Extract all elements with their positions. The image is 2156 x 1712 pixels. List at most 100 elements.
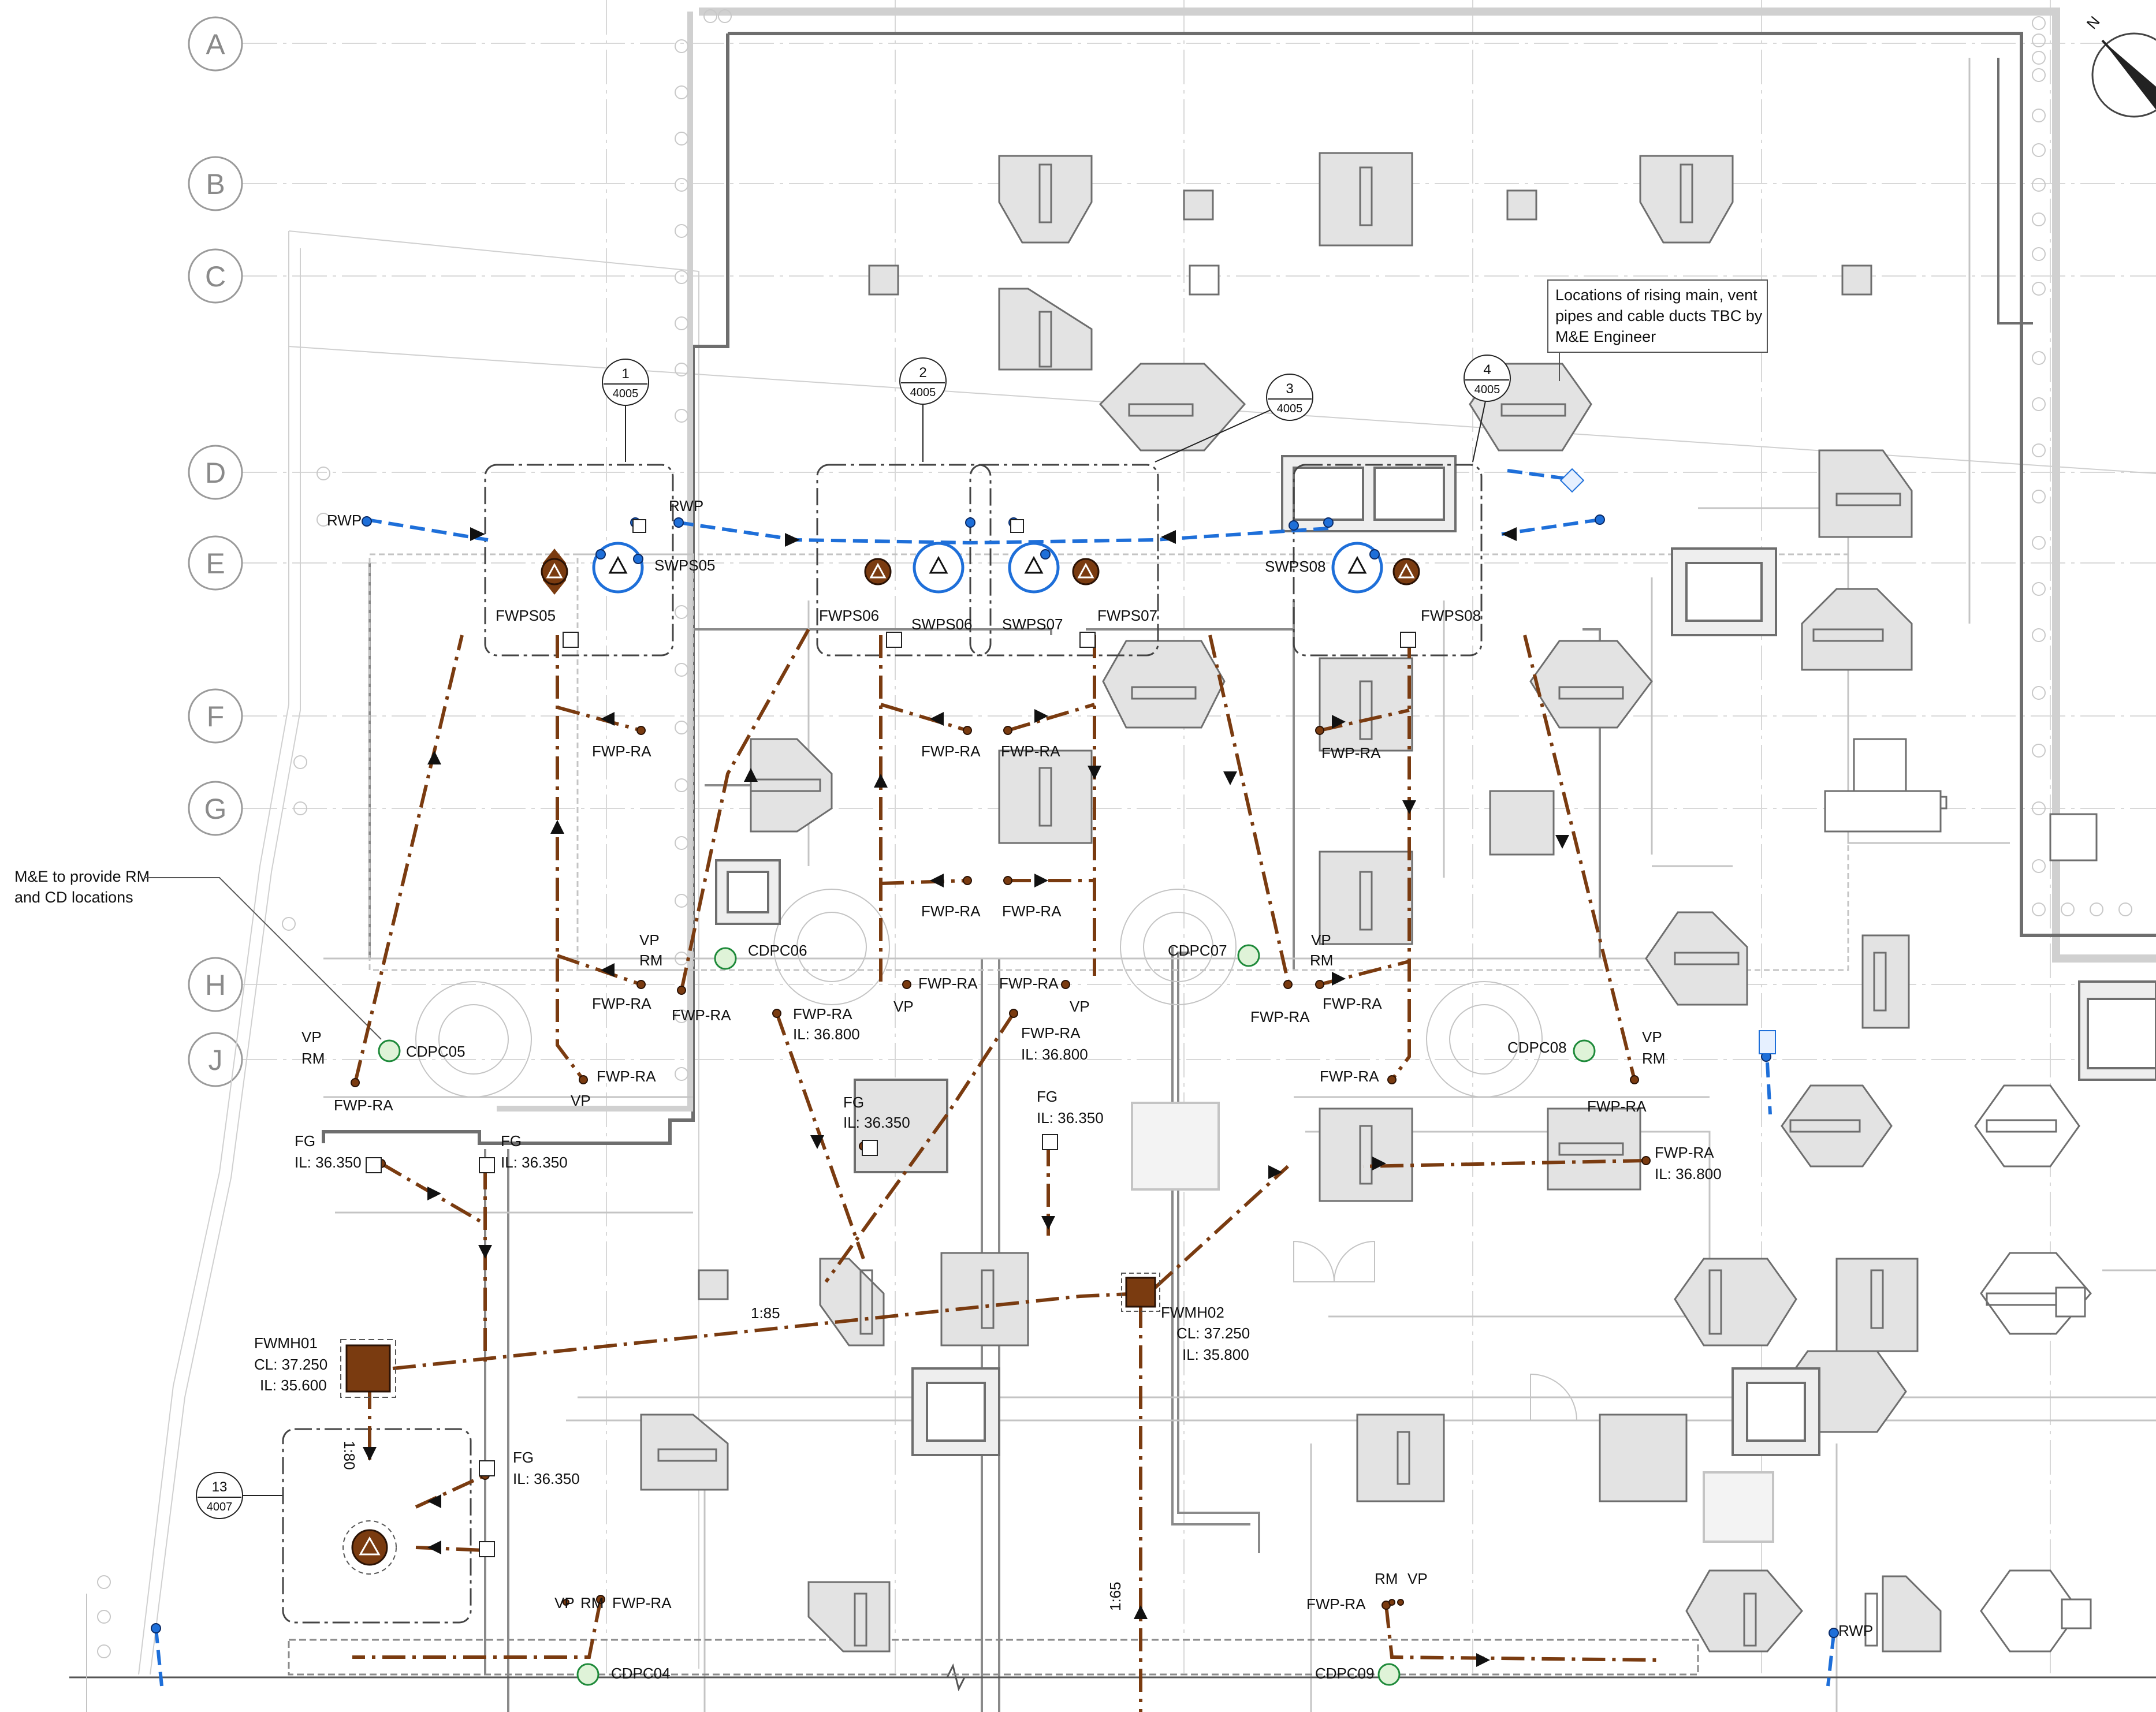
label-fwmh02: FWMH02 <box>1161 1304 1224 1321</box>
surface-water-flow-arrows <box>470 527 1517 547</box>
floor-gullies <box>366 519 1416 1557</box>
pile-cap <box>1599 1413 1688 1502</box>
label-vp-1: VP <box>639 931 660 949</box>
label-vp-3: VP <box>301 1028 322 1046</box>
label-fwmh02-il: IL: 35.800 <box>1182 1346 1249 1363</box>
section-marker-2-sheet: 4005 <box>910 386 936 399</box>
label-fg-2: FG <box>501 1132 522 1150</box>
label-fwp-ra-2: FWP-RA <box>921 743 981 760</box>
label-fg-3-il: IL: 36.350 <box>843 1114 910 1131</box>
label-rm-3: RM <box>301 1050 325 1067</box>
grid-marker-f: F <box>188 688 243 744</box>
pile-cap <box>1818 449 1913 538</box>
label-fwp-ra-6: FWP-RA <box>1002 902 1062 920</box>
pile-cap <box>1645 911 1748 1006</box>
label-cdpc09: CDPC09 <box>1315 1665 1375 1682</box>
pile-cap <box>998 155 1093 244</box>
label-fwp-ra-10: FWP-RA <box>999 975 1059 992</box>
grid-marker-g-label: G <box>204 793 227 825</box>
pile-cap <box>1801 588 1913 671</box>
grid-marker-e: E <box>188 535 243 591</box>
section-marker-13-sheet: 4007 <box>207 1501 233 1513</box>
labels-cdpc: CDPC05 CDPC06 CDPC07 CDPC08 CDPC04 CDPC0… <box>406 942 1567 1682</box>
hedge-circles <box>97 9 2132 1658</box>
label-il-36800-2: IL: 36.800 <box>1021 1046 1088 1063</box>
labels-gradients: 1:85 1:80 1:65 <box>341 1304 1124 1611</box>
section-marker-1-number: 1 <box>621 366 629 382</box>
label-il-36800-1: IL: 36.800 <box>793 1025 860 1043</box>
pile-cap <box>1781 1084 1893 1168</box>
label-fg-1: FG <box>295 1132 315 1150</box>
label-fg-1-il: IL: 36.350 <box>295 1154 362 1171</box>
label-vp-5: VP <box>571 1092 591 1109</box>
pile-cap <box>1356 1413 1445 1502</box>
pile-cap <box>1102 640 1226 729</box>
label-fwp-ra-5: FWP-RA <box>921 902 981 920</box>
label-fg-4-il: IL: 36.350 <box>1037 1109 1104 1127</box>
label-swps05: SWPS05 <box>654 557 716 574</box>
label-gradient-1-65: 1:65 <box>1107 1582 1124 1611</box>
label-vp-4: VP <box>1642 1028 1662 1046</box>
label-vp-2: VP <box>1311 931 1331 949</box>
pile-cap <box>998 288 1093 371</box>
note-rising-main-line-3: M&E Engineer <box>1555 328 1656 345</box>
label-fwp-ra-16: FWP-RA <box>1587 1098 1647 1115</box>
labels-rwp: RWP RWP RWP <box>327 497 1873 1639</box>
label-fwp-ra-9: FWP-RA <box>918 975 978 992</box>
label-fwmh01-il: IL: 35.600 <box>260 1377 327 1394</box>
label-vp-6: VP <box>893 998 914 1015</box>
label-cdpc06: CDPC06 <box>748 942 807 959</box>
pile-cap <box>1674 1258 1797 1347</box>
pile-cap <box>1861 934 1910 1029</box>
pile-cap <box>640 1413 729 1491</box>
label-rm-2: RM <box>1310 952 1333 969</box>
section-marker-3-number: 3 <box>1286 381 1293 397</box>
grid-marker-h: H <box>188 957 243 1012</box>
pile-cap <box>1864 1575 1942 1653</box>
grid-marker-b-label: B <box>206 168 225 200</box>
pile-cap <box>998 749 1093 844</box>
label-rwp-3: RWP <box>1838 1622 1873 1639</box>
pile-cap <box>1824 790 1942 833</box>
section-marker-3: 3 4005 <box>1155 374 1313 462</box>
note-mande-line-1: M&E to provide RM <box>14 868 150 885</box>
section-marker-1-sheet: 4005 <box>613 387 639 400</box>
label-fwps05: FWPS05 <box>496 607 556 624</box>
section-marker-13-number: 13 <box>212 1479 228 1495</box>
pile-cap <box>1099 363 1246 452</box>
label-rm-5: RM <box>580 1594 604 1612</box>
pile-cap <box>1980 1569 2080 1653</box>
label-vp-7: VP <box>1070 998 1090 1015</box>
label-fg-4: FG <box>1037 1088 1057 1105</box>
label-gradient-1-80: 1:80 <box>341 1441 358 1470</box>
section-marker-4-number: 4 <box>1483 362 1491 378</box>
site-boundary <box>138 230 2156 1675</box>
internal-walls <box>368 563 1601 1712</box>
surface-water-nodes <box>151 514 1839 1638</box>
label-fwp-ra-19: FWP-RA <box>1655 1144 1714 1161</box>
pile-caps <box>640 152 2098 1653</box>
label-fwp-ra-1: FWP-RA <box>592 743 651 760</box>
grid-marker-f-label: F <box>207 700 225 733</box>
label-fwp-ra-20: FWP-RA <box>612 1594 672 1612</box>
label-fwmh01-cl: CL: 37.250 <box>254 1356 327 1373</box>
foul-water-drains <box>352 628 1658 1712</box>
label-il-36800-3: IL: 36.800 <box>1655 1165 1722 1183</box>
label-fwmh01: FWMH01 <box>254 1334 318 1352</box>
label-fwp-ra-14: FWP-RA <box>1320 1068 1379 1085</box>
label-rm-1: RM <box>639 952 662 969</box>
label-fwp-ra-7: FWP-RA <box>592 995 651 1012</box>
surface-water-pumps <box>592 542 1383 594</box>
section-marker-3-sheet: 4005 <box>1277 402 1303 415</box>
label-fg-3: FG <box>843 1094 864 1111</box>
surface-water-drains <box>154 469 1835 1687</box>
label-fwp-ra-13: FWP-RA <box>597 1068 656 1085</box>
label-cdpc08: CDPC08 <box>1507 1039 1567 1056</box>
label-fwp-ra-11: FWP-RA <box>1250 1008 1310 1025</box>
section-marker-1: 1 4005 <box>602 359 649 462</box>
pile-cap <box>1685 1569 1803 1653</box>
manhole-symbols <box>340 1273 1160 1398</box>
label-swps08: SWPS08 <box>1265 558 1326 575</box>
small-pads <box>698 189 2092 1629</box>
